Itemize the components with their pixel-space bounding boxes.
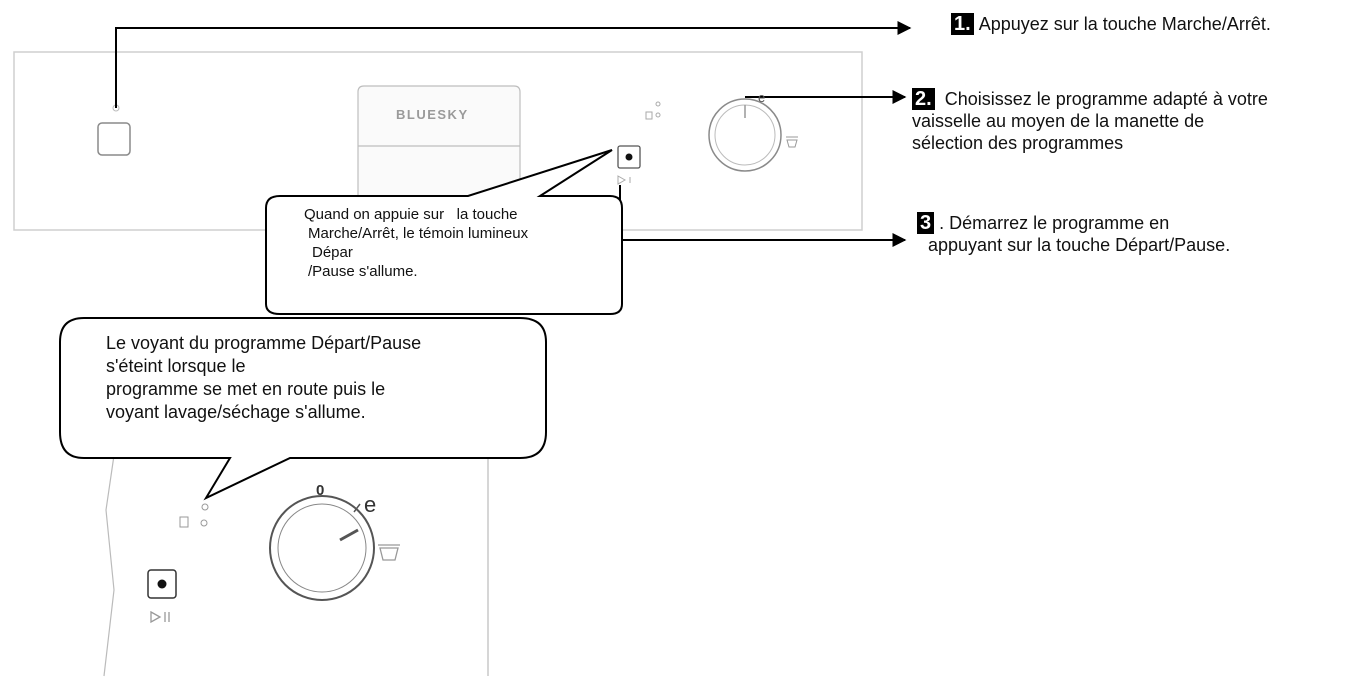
step-2-line-3: sélection des programmes	[912, 133, 1124, 153]
dial-eco-label-top: e	[758, 90, 766, 105]
step-2-line-1: Choisissez le programme adapté à votre	[944, 89, 1268, 109]
callout-bottom-line-2: s'éteint lorsque le	[106, 356, 246, 376]
callout-bottom-line-4: voyant lavage/séchage s'allume.	[106, 402, 366, 422]
dial-eco-label: e	[364, 492, 377, 517]
step-2-line-2: vaisselle au moyen de la manette de	[912, 111, 1205, 131]
on-off-button-top	[97, 122, 131, 156]
step-1-text: Appuyez sur la touche Marche/Arrêt.	[978, 14, 1271, 34]
step-2: 2. Choisissez le programme adapté à votr…	[912, 88, 1268, 154]
callout-top-bubble	[265, 149, 623, 315]
callout-top-line-3: Dépar	[312, 244, 353, 261]
callout-top-text: Quand on appuie sur la touche Marche/Arr…	[304, 205, 604, 281]
arrow-step1	[115, 21, 912, 108]
dial-zero-label: 0	[316, 482, 325, 499]
callout-top-line-4: /Pause s'allume.	[308, 263, 418, 280]
callout-bottom-bubble	[59, 317, 547, 501]
callout-bottom-line-1: Le voyant du programme Départ/Pause	[106, 333, 422, 353]
callout-top-line-1b: la touche	[456, 206, 518, 223]
step-3-line-1: . Démarrez le programme en	[939, 213, 1170, 233]
step-1-number: 1.	[951, 13, 974, 35]
callout-bottom-text: Le voyant du programme Départ/Pause s'ét…	[106, 332, 536, 424]
callout-bottom-line-3: programme se met en route puis le	[106, 379, 386, 399]
step-2-number: 2.	[912, 88, 935, 110]
brand-logo: BLUESKY	[396, 107, 469, 122]
callout-top-line-1a: Quand on appuie sur	[304, 206, 445, 223]
callout-top-line-2: Marche/Arrêt, le témoin lumineux	[308, 225, 529, 242]
step-1: 1.Appuyez sur la touche Marche/Arrêt.	[951, 13, 1271, 35]
program-dial-bottom	[269, 495, 375, 601]
program-dial-top	[708, 98, 782, 172]
step-3: 3. Démarrez le programme en appuyant sur…	[917, 212, 1230, 256]
step-3-number: 3	[917, 212, 935, 234]
step-3-line-2: appuyant sur la touche Départ/Pause.	[928, 235, 1231, 255]
